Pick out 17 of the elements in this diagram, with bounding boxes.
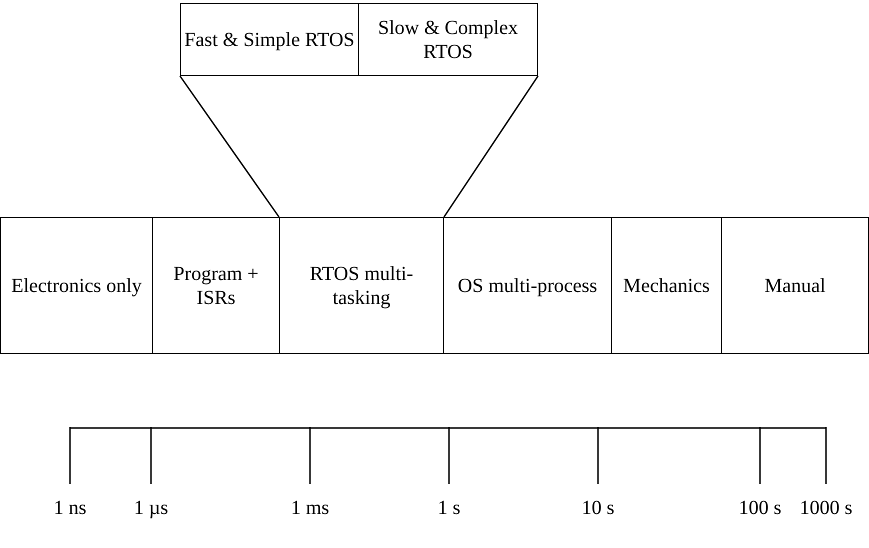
scale-tick-label: 1 s [438, 496, 460, 520]
timeline-segment-box: Program + ISRs [152, 217, 280, 354]
scale-tick-label: 1 ns [54, 496, 86, 520]
scale-tick-label: 1 µs [134, 496, 168, 520]
zoom-connector-line [443, 76, 539, 218]
timeline-segment-box: Mechanics [611, 217, 722, 354]
timeline-segment-box: Manual [721, 217, 869, 354]
zoom-box: Slow & Complex RTOS [358, 3, 538, 76]
timeline-segment-box: Electronics only [0, 217, 153, 354]
scale-tick-label: 1000 s [800, 496, 852, 520]
scale-tick-label: 10 s [582, 496, 614, 520]
scale-tick-label: 1 ms [290, 496, 330, 520]
timeline-segment-box: RTOS multi-tasking [279, 217, 444, 354]
scale-tick-label: 100 s [738, 496, 782, 520]
timeline-segment-box: OS multi-process [443, 217, 612, 354]
zoom-connector-line [179, 76, 280, 218]
zoom-box: Fast & Simple RTOS [180, 3, 359, 76]
